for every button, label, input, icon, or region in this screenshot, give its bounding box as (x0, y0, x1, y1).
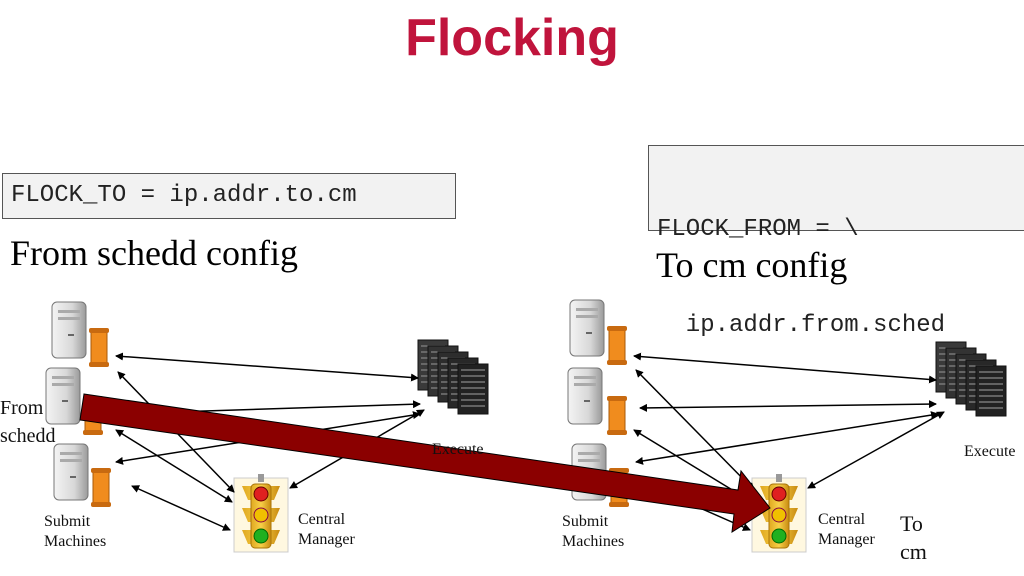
right-scroll-2-icon (606, 395, 628, 436)
right-execute-label: Execute (964, 443, 1016, 460)
left-submit-server-3-icon (53, 443, 89, 501)
left-central-manager-icon (233, 473, 289, 553)
flock-to-code: FLOCK_TO = ip.addr.to.cm (2, 173, 456, 219)
right-submit-server-1-icon (569, 299, 605, 357)
from-schedd-label: From schedd (0, 397, 56, 447)
left-submit-server-1-icon (51, 301, 87, 359)
flock-from-code: FLOCK_FROM = \ ip.addr.from.sched (648, 145, 1024, 339)
left-execute-label: Execute (432, 441, 484, 458)
left-cm-label: Central Manager (298, 511, 355, 548)
right-scroll-1-icon (606, 325, 628, 366)
flock-from-line-2: ip.addr.from.sched (657, 312, 946, 339)
left-scroll-1-icon (88, 327, 110, 368)
left-caption: From schedd config (10, 233, 298, 273)
right-execute-cluster-icon (935, 341, 1007, 417)
right-caption: To cm config (656, 245, 848, 285)
flock-arrow (79, 393, 771, 533)
slide-title: Flocking (405, 9, 619, 67)
right-cm-label: Central Manager (818, 511, 875, 548)
right-pool (567, 299, 1007, 553)
left-scroll-3-icon (90, 467, 112, 508)
right-submit-label: Submit Machines (562, 513, 625, 550)
flock-from-line-1: FLOCK_FROM = \ (657, 216, 859, 243)
right-submit-server-2-icon (567, 367, 603, 425)
to-cm-label: To cm (900, 511, 927, 564)
left-submit-label: Submit Machines (44, 513, 107, 550)
left-execute-cluster-icon (417, 339, 489, 415)
